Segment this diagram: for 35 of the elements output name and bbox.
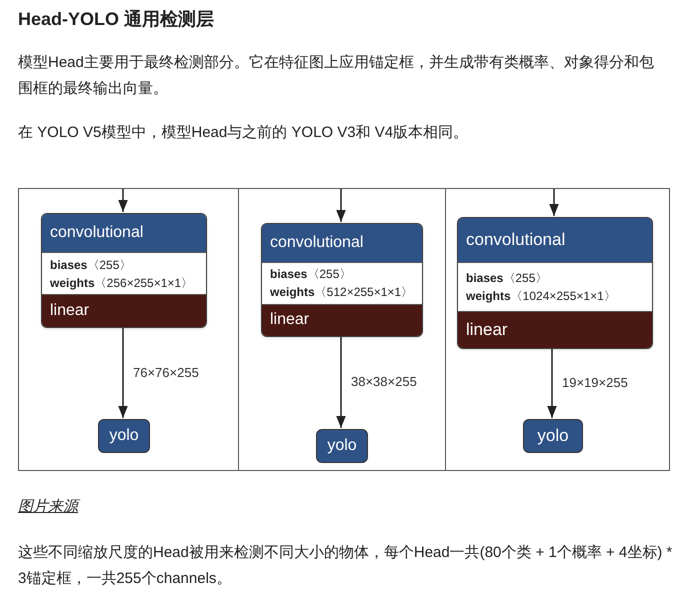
arrow [118,327,128,418]
output-box: yolo [316,429,368,463]
layer-block [457,217,653,349]
parameter-text: biases〈255〉 [466,270,548,287]
arrow [336,336,346,428]
layer-block [261,223,423,337]
layer-header: convolutional [458,218,652,262]
arrow [336,188,346,222]
layer-block [41,213,207,328]
edge-label: 76×76×255 [133,364,199,382]
edge-label: 19×19×255 [562,374,628,392]
activation-footer: linear [42,295,206,327]
arrow [547,348,557,418]
output-box: yolo [98,419,150,453]
parameter-text: weights〈1024×255×1×1〉 [466,288,617,305]
page-title: Head-YOLO 通用检测层 [18,8,214,31]
layer-header: convolutional [42,214,206,252]
arrow [118,188,128,212]
source-link: 图片来源 [18,496,78,518]
parameter-text: weights〈512×255×1×1〉 [270,284,414,302]
parameter-text: biases〈255〉 [50,256,132,274]
paragraph: 在 YOLO V5模型中，模型Head与之前的 YOLO V3和 V4版本相同。 [18,123,470,143]
parameter-text: weights〈256×255×1×1〉 [50,274,194,292]
activation-footer: linear [458,312,652,348]
layer-header: convolutional [262,224,422,262]
paragraph: 这些不同缩放尺度的Head被用来检测不同大小的物体，每个Head一共(80个类 + 1个概率 + 4坐标) * 3锚定框，一共255个channels。 [18,543,674,589]
parameter-text: biases〈255〉 [270,266,352,284]
arrow [549,188,559,216]
panel-frame [18,188,239,471]
edge-label: 38×38×255 [351,373,417,391]
activation-footer: linear [262,304,422,336]
panel-frame [238,188,446,471]
paragraph: 模型Head主要用于最终检测部分。它在特征图上应用锚定框，并生成带有类概率、对象得分和包围框的最终输出向量。 [18,53,655,99]
panel-frame [445,188,670,471]
output-box: yolo [523,419,583,453]
